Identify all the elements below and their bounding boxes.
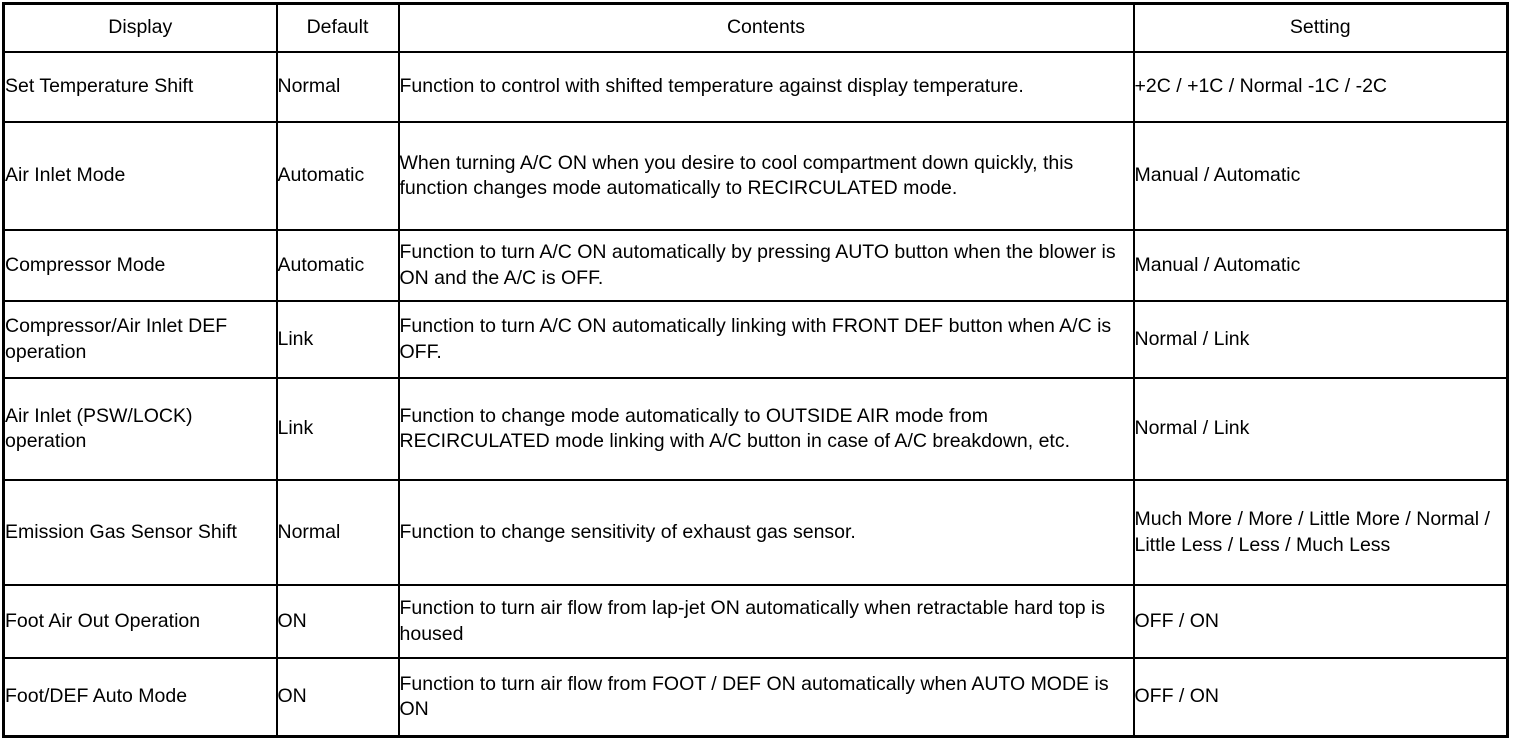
cell-contents: Function to turn A/C ON automatically by… [397, 229, 1135, 302]
cell-display: Compressor Mode [2, 229, 278, 302]
cell-setting: Much More / More / Little More / Normal … [1132, 479, 1509, 586]
column-header-setting: Setting [1132, 2, 1509, 53]
cell-setting: Normal / Link [1132, 300, 1509, 379]
cell-default: Link [275, 300, 400, 379]
cell-setting: Manual / Automatic [1132, 121, 1509, 231]
cell-contents: Function to turn air flow from lap-jet O… [397, 584, 1135, 659]
cell-default: Link [275, 377, 400, 481]
table-row: Set Temperature Shift Normal Function to… [2, 51, 1509, 123]
column-header-default: Default [275, 2, 400, 53]
cell-default: Automatic [275, 121, 400, 231]
cell-contents: Function to turn air flow from FOOT / DE… [397, 657, 1135, 738]
cell-setting: Manual / Automatic [1132, 229, 1509, 302]
table-header-row: Display Default Contents Setting [2, 2, 1509, 53]
cell-display: Set Temperature Shift [2, 51, 278, 123]
table-body: Set Temperature Shift Normal Function to… [2, 51, 1509, 738]
cell-setting: OFF / ON [1132, 584, 1509, 659]
table-row: Compressor Mode Automatic Function to tu… [2, 229, 1509, 302]
table-row: Foot/DEF Auto Mode ON Function to turn a… [2, 657, 1509, 738]
cell-display: Air Inlet (PSW/LOCK) operation [2, 377, 278, 481]
cell-display: Foot/DEF Auto Mode [2, 657, 278, 738]
cell-default: Normal [275, 51, 400, 123]
cell-display: Foot Air Out Operation [2, 584, 278, 659]
cell-default: Automatic [275, 229, 400, 302]
cell-display: Emission Gas Sensor Shift [2, 479, 278, 586]
cell-contents: Function to turn A/C ON automatically li… [397, 300, 1135, 379]
cell-setting: OFF / ON [1132, 657, 1509, 738]
table-row: Air Inlet (PSW/LOCK) operation Link Func… [2, 377, 1509, 481]
cell-setting: Normal / Link [1132, 377, 1509, 481]
table-header: Display Default Contents Setting [2, 2, 1509, 53]
column-header-contents: Contents [397, 2, 1135, 53]
cell-contents: Function to control with shifted tempera… [397, 51, 1135, 123]
cell-contents: When turning A/C ON when you desire to c… [397, 121, 1135, 231]
cell-contents: Function to change mode automatically to… [397, 377, 1135, 481]
cell-display: Air Inlet Mode [2, 121, 278, 231]
table-row: Emission Gas Sensor Shift Normal Functio… [2, 479, 1509, 586]
table-row: Air Inlet Mode Automatic When turning A/… [2, 121, 1509, 231]
cell-display: Compressor/Air Inlet DEF operation [2, 300, 278, 379]
table-row: Foot Air Out Operation ON Function to tu… [2, 584, 1509, 659]
cell-default: ON [275, 584, 400, 659]
cell-setting: +2C / +1C / Normal -1C / -2C [1132, 51, 1509, 123]
column-header-display: Display [2, 2, 278, 53]
cell-contents: Function to change sensitivity of exhaus… [397, 479, 1135, 586]
table-row: Compressor/Air Inlet DEF operation Link … [2, 300, 1509, 379]
cell-default: ON [275, 657, 400, 738]
cell-default: Normal [275, 479, 400, 586]
